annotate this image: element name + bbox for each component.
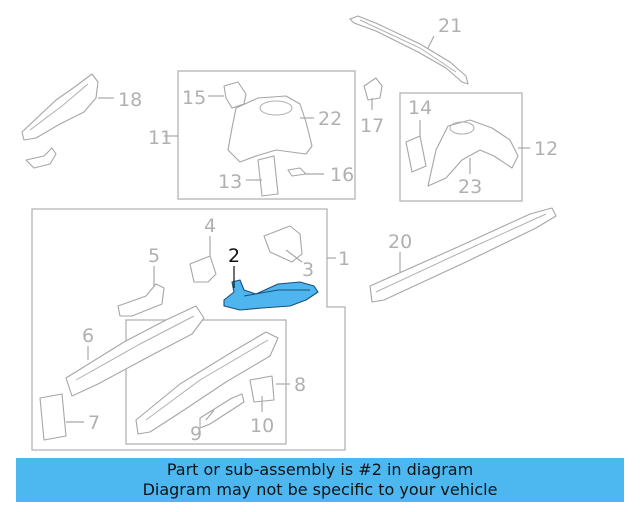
callout-5: 5: [148, 245, 160, 267]
part-10-bracket: [249, 375, 275, 403]
callout-17: 17: [360, 115, 384, 137]
part-19-bracket: [25, 147, 57, 169]
banner-line-2: Diagram may not be specific to your vehi…: [142, 480, 498, 499]
callout-7: 7: [88, 412, 100, 434]
callout-11: 11: [148, 127, 172, 149]
callout-23: 23: [458, 176, 482, 198]
group-box-1: [31, 208, 346, 451]
part-21-roof-rail: [349, 15, 469, 85]
callout-15: 15: [182, 87, 206, 109]
part-18-apron: [21, 73, 99, 141]
callout-3: 3: [302, 259, 314, 281]
part-15-bracket: [223, 81, 247, 109]
callout-12: 12: [534, 138, 558, 160]
part-5-bracket: [117, 283, 165, 317]
callout-9: 9: [190, 423, 202, 445]
callout-8: 8: [294, 374, 306, 396]
parts-diagram: 21 18 15 11 22 17 13 16 14 12 23 20 1 3 …: [21, 15, 558, 451]
leader-3: [285, 249, 303, 263]
info-banner: Part or sub-assembly is #2 in diagram Di…: [16, 458, 624, 502]
part-9-bracket: [199, 393, 245, 429]
leader-21: [427, 35, 435, 49]
callout-14: 14: [408, 97, 432, 119]
callout-6: 6: [82, 325, 94, 347]
part-17-bracket: [363, 77, 383, 101]
callout-13: 13: [218, 171, 242, 193]
part-22-strut-tower: [227, 95, 313, 163]
callout-16: 16: [330, 164, 354, 186]
callout-1: 1: [338, 248, 350, 270]
part-3-bracket: [263, 225, 303, 263]
banner-line-1: Part or sub-assembly is #2 in diagram: [166, 460, 474, 479]
callout-18: 18: [118, 89, 142, 111]
callout-4: 4: [204, 215, 216, 237]
part-2-highlighted[interactable]: [223, 279, 319, 311]
part-14-plate: [405, 135, 427, 173]
part-13-bracket: [257, 155, 279, 197]
part-4-bracket: [189, 255, 217, 283]
part-7-plate: [39, 393, 67, 441]
part-23-strut-tower: [427, 119, 519, 187]
callout-20: 20: [388, 231, 412, 253]
group-box-8: [125, 319, 287, 445]
part-20-side-rail: [369, 207, 557, 303]
part-8-inner-rail: [135, 331, 279, 435]
callout-10: 10: [250, 415, 274, 437]
part-6-frame-rail: [65, 305, 205, 397]
part-16-bolt: [287, 167, 307, 177]
callout-2: 2: [228, 245, 240, 267]
group-box-12: [399, 92, 523, 202]
group-box-11: [177, 70, 356, 200]
callout-21: 21: [438, 15, 462, 37]
leader-9: [205, 409, 215, 421]
callout-22: 22: [318, 108, 342, 130]
